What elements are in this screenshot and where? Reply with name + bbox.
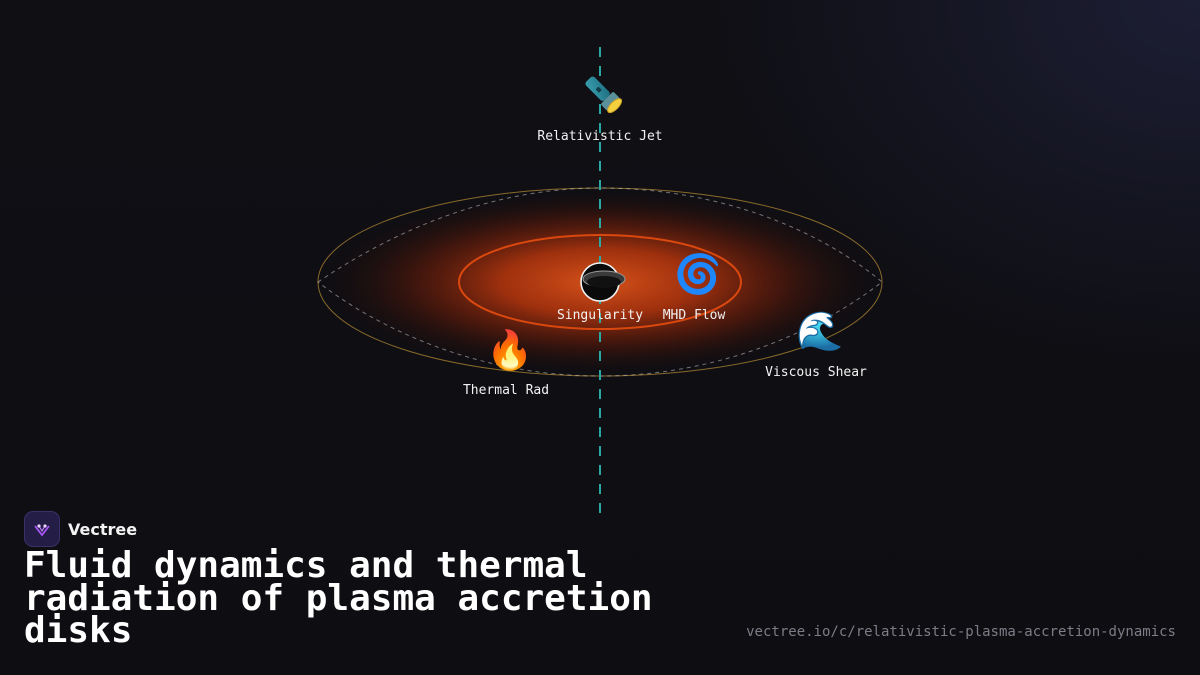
dashed-orbit-path <box>317 187 883 377</box>
cyclone-icon: 🌀 <box>674 252 722 296</box>
brand-name: Vectree <box>68 519 138 539</box>
flashlight-icon <box>585 76 623 114</box>
relativistic-jet-label: Relativistic Jet <box>537 129 663 144</box>
thermal-rad-label: Thermal Rad <box>462 383 550 398</box>
source-url[interactable]: vectree.io/c/relativistic-plasma-accreti… <box>746 624 1176 640</box>
singularity-label: Singularity <box>556 308 644 323</box>
fire-icon: 🔥 <box>486 328 534 372</box>
inner-disk-ring <box>458 234 742 330</box>
vectree-logo-icon <box>24 511 60 547</box>
brand-block: Vectree <box>24 511 138 547</box>
mhd-flow-label: MHD Flow <box>662 308 726 323</box>
wave-icon: 🌊 <box>796 309 844 353</box>
page-title: Fluid dynamics and thermal radiation of … <box>24 545 653 651</box>
black-hole-icon <box>580 262 626 302</box>
viscous-shear-label: Viscous Shear <box>765 365 867 380</box>
